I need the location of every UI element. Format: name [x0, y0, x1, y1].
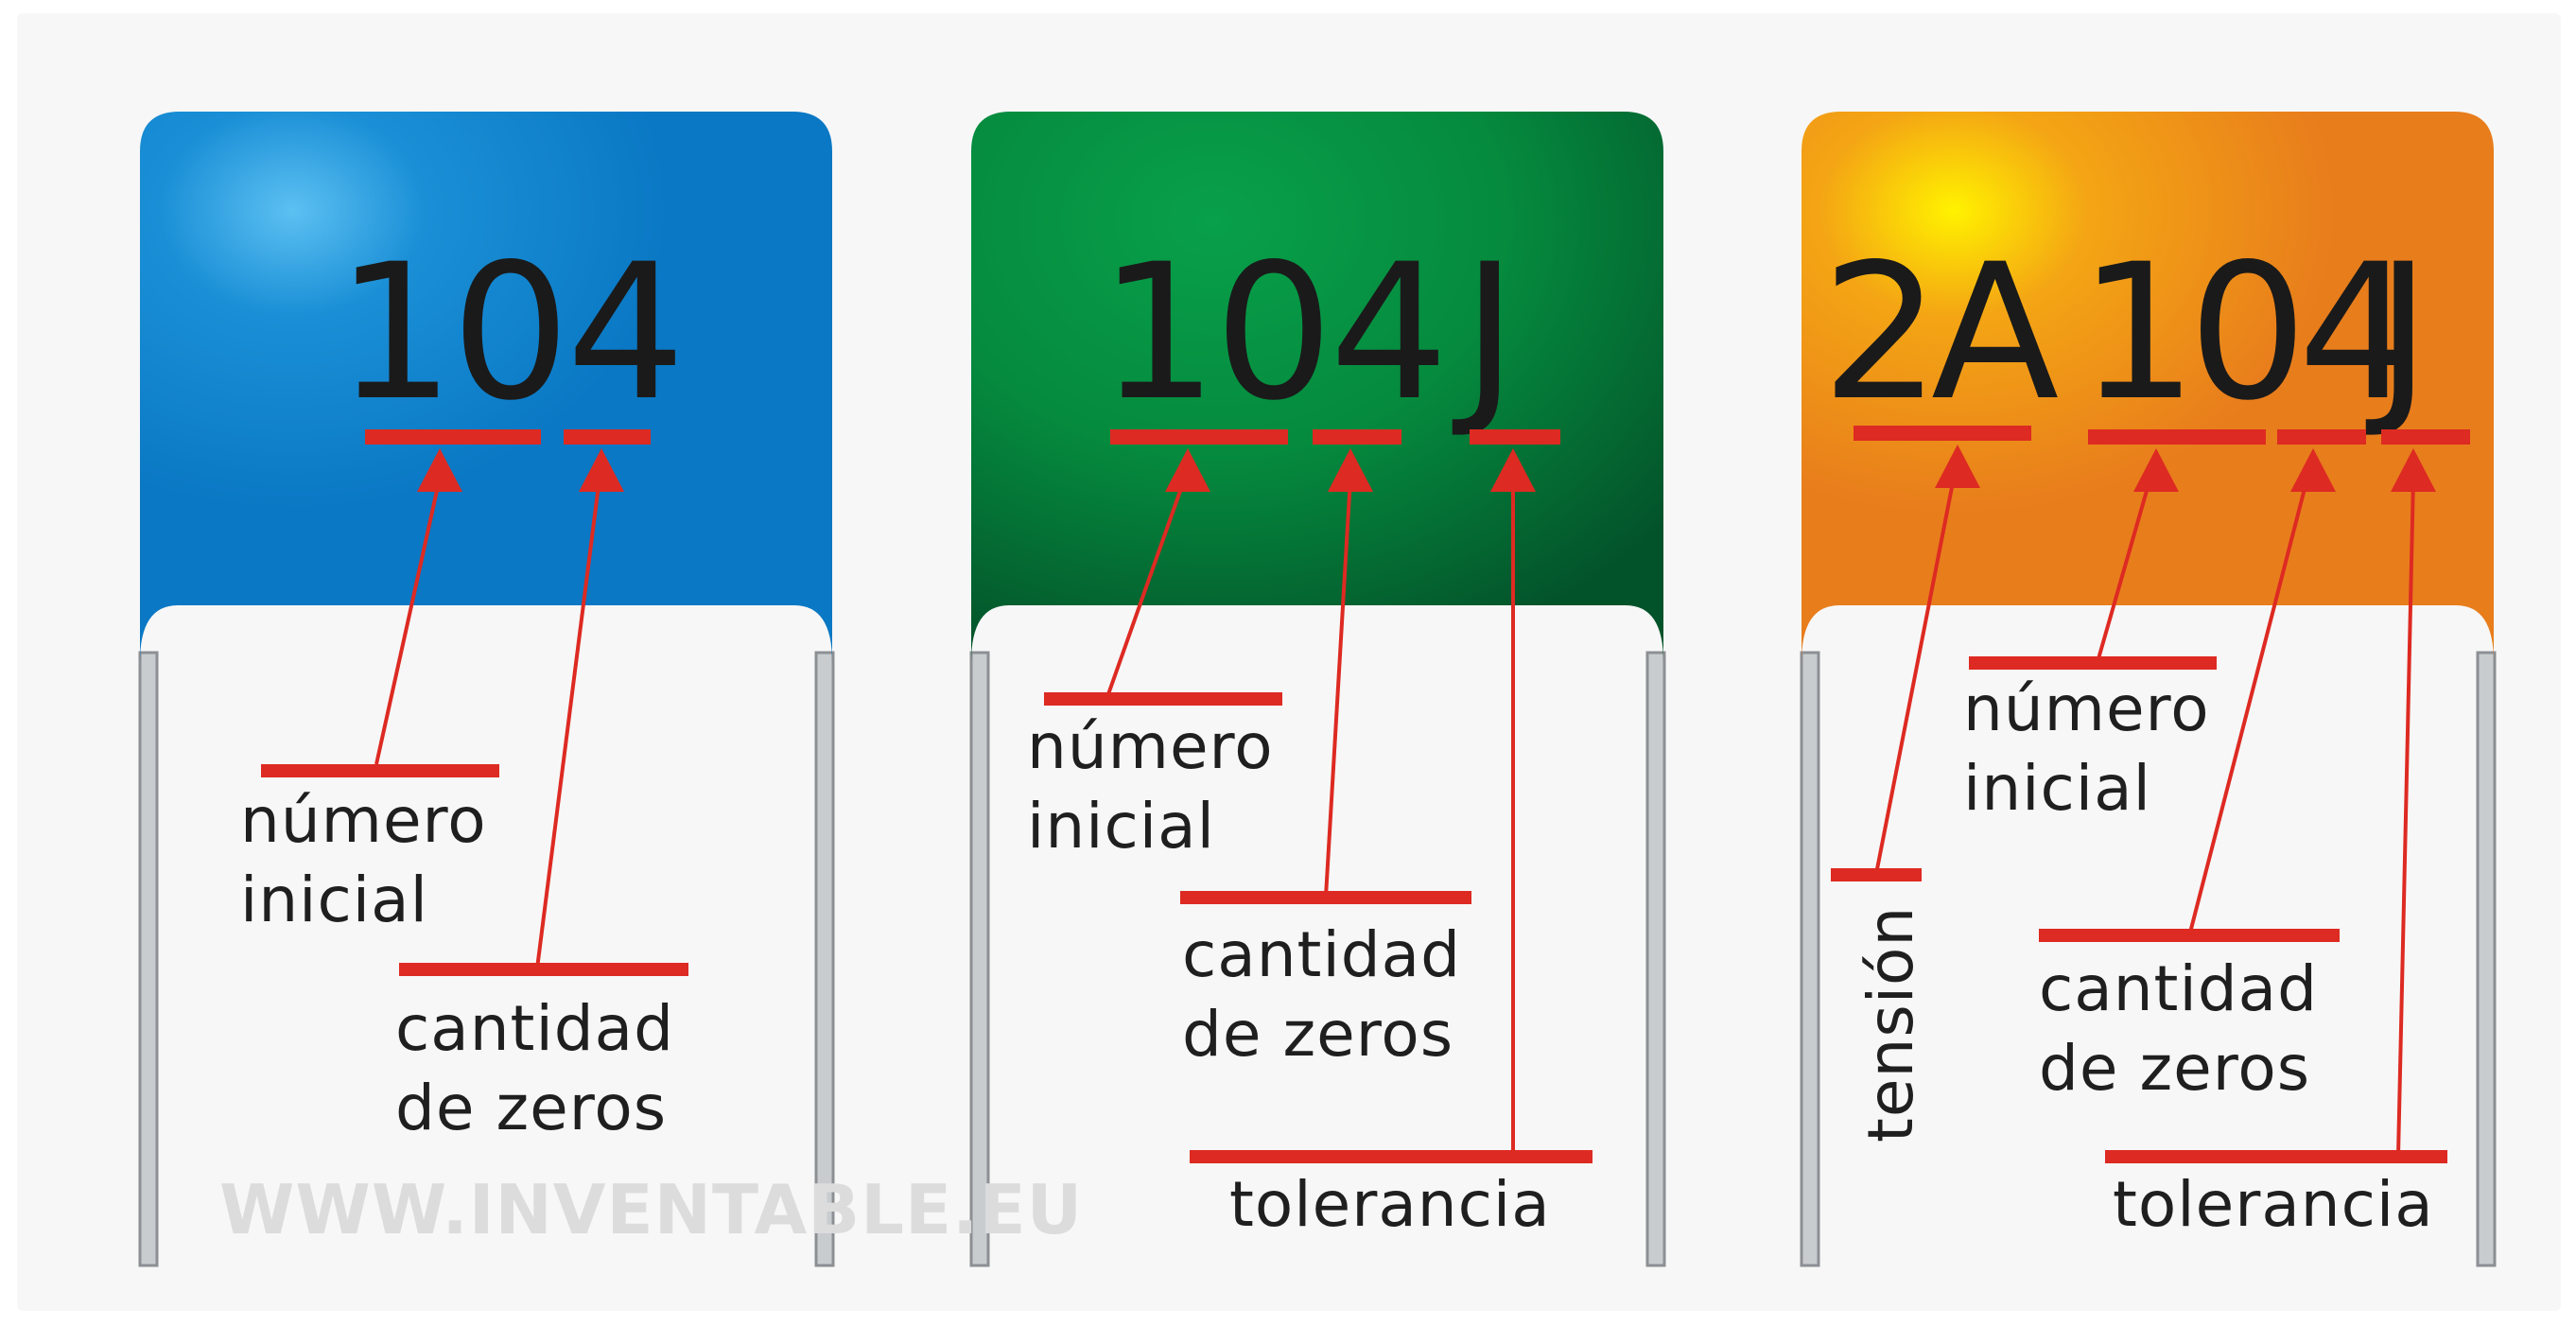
marker-tension — [1854, 426, 2031, 441]
label-tolerancia: tolerancia — [2113, 1168, 2434, 1241]
lead-right — [1645, 651, 1666, 1267]
capacitor-body — [140, 112, 832, 662]
code-part: 2A — [1821, 223, 2058, 442]
lead-left — [969, 651, 990, 1267]
label-tension: tensión — [1854, 906, 1927, 1143]
label-line: inicial — [1027, 790, 1215, 863]
code-part: J — [1452, 223, 1513, 442]
lead-right — [814, 651, 835, 1267]
arrowhead — [1490, 448, 1536, 492]
code-part: 104 — [2079, 223, 2408, 442]
label-line: cantidad — [1182, 918, 1461, 991]
label-line: de zeros — [395, 1072, 667, 1144]
capacitor-body — [971, 112, 1663, 662]
label-line: inicial — [240, 864, 428, 936]
leader-numero-inicial — [2096, 477, 2152, 663]
label-bar-numero-inicial — [261, 764, 499, 777]
label-bar-numero-inicial — [1044, 692, 1282, 706]
label-line: cantidad — [395, 992, 674, 1065]
leader-numero-inicial — [1106, 477, 1187, 695]
leader-cantidad-de-zeros — [535, 477, 601, 969]
code-part: 104 — [1099, 223, 1445, 442]
label-bar-cantidad-de-zeros — [2039, 929, 2340, 942]
capacitor-body — [1801, 112, 2494, 662]
watermark: WWW.INVENTABLE.EU — [219, 1170, 1083, 1249]
code-text: 104J — [1099, 223, 1513, 442]
lead-right — [2476, 651, 2497, 1267]
leader-tolerancia — [2396, 477, 2415, 1157]
label-line: número — [1963, 672, 2210, 745]
arrowhead — [417, 448, 462, 492]
arrowhead — [579, 448, 624, 492]
code-part: J — [2365, 223, 2421, 442]
arrowhead — [2133, 448, 2179, 492]
marker-numero-inicial — [1110, 429, 1288, 445]
label-bar-numero-inicial — [1969, 656, 2217, 670]
marker-cantidad-de-zeros — [564, 429, 651, 445]
marker-cantidad-de-zeros — [2277, 429, 2366, 445]
label-bar-tension — [1831, 868, 1922, 881]
leader-cantidad-de-zeros — [2188, 477, 2309, 933]
label-bar-tolerancia — [2105, 1150, 2447, 1163]
label-line: número — [1027, 710, 1274, 783]
code-part: 104 — [336, 223, 682, 442]
arrowhead — [1935, 445, 1980, 488]
arrowhead — [1328, 448, 1373, 492]
label-bar-cantidad-de-zeros — [399, 963, 688, 976]
leader-tension — [1874, 477, 1956, 875]
marker-cantidad-de-zeros — [1313, 429, 1401, 445]
leader-cantidad-de-zeros — [1324, 477, 1352, 898]
arrowhead — [1165, 448, 1210, 492]
label-line: cantidad — [2039, 952, 2318, 1025]
label-bar-cantidad-de-zeros — [1180, 891, 1471, 904]
label-tolerancia: tolerancia — [1229, 1168, 1551, 1241]
label-bar-tolerancia — [1190, 1150, 1593, 1163]
label-line: de zeros — [1182, 998, 1453, 1071]
lead-left — [1800, 651, 1820, 1267]
marker-numero-inicial — [365, 429, 541, 445]
arrowhead — [2391, 448, 2436, 492]
arrowhead — [2290, 448, 2336, 492]
lead-left — [138, 651, 159, 1267]
marker-tolerancia — [2381, 429, 2470, 445]
leader-numero-inicial — [374, 477, 442, 765]
label-line: inicial — [1963, 752, 2151, 825]
label-line: número — [240, 784, 487, 857]
label-line: de zeros — [2039, 1032, 2310, 1105]
code-text: 104 — [336, 223, 682, 442]
marker-tolerancia — [1470, 429, 1560, 445]
marker-numero-inicial — [2088, 429, 2266, 445]
